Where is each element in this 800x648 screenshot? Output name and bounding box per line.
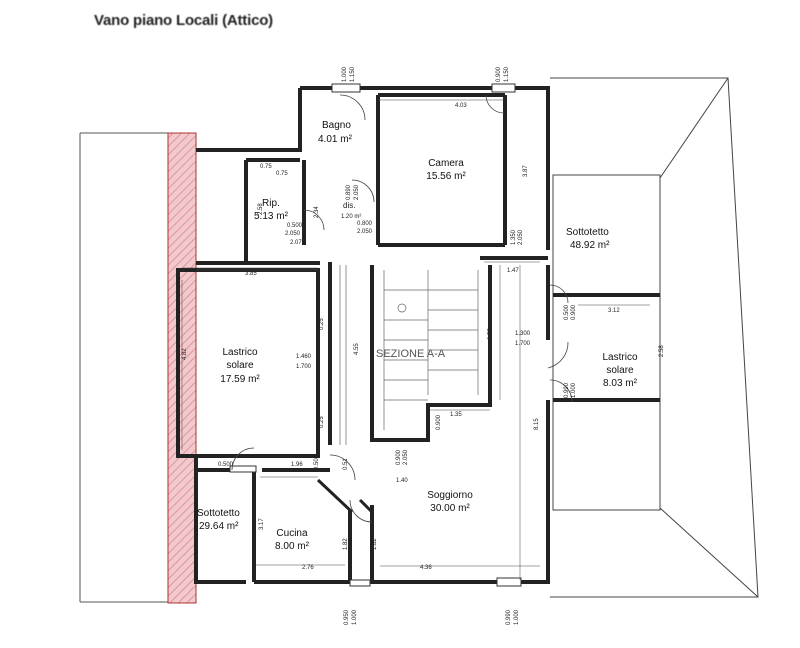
dimension-values: 4.03 3.85 0.75 0.75 2.07 2.050 0.500 0.8… (218, 103, 620, 571)
svg-text:1.000: 1.000 (352, 609, 358, 625)
svg-text:0.890: 0.890 (346, 184, 352, 200)
svg-text:1.000: 1.000 (342, 66, 348, 82)
room-name-lastrico-west-2: solare (226, 360, 254, 371)
room-name-rip: Rip. (262, 198, 280, 209)
svg-text:3.85: 3.85 (245, 271, 257, 277)
dimension-lines (181, 99, 650, 580)
room-area-lastrico-west: 17.59 m² (220, 374, 260, 385)
svg-text:2.050: 2.050 (403, 449, 409, 465)
room-name-dis: dis. (343, 201, 355, 210)
section-label: SEZIONE A-A (376, 348, 446, 360)
svg-text:0.75: 0.75 (276, 171, 288, 177)
svg-text:3.75: 3.75 (488, 328, 494, 340)
east-roof-outline (550, 77, 759, 598)
svg-text:1.82: 1.82 (372, 538, 378, 550)
svg-text:0.800: 0.800 (357, 221, 373, 227)
svg-text:1.35: 1.35 (450, 412, 462, 418)
drawing-title: Vano piano Locali (Attico) (94, 12, 273, 29)
room-name-lastrico-west-1: Lastrico (222, 347, 257, 358)
svg-text:1.300: 1.300 (515, 331, 531, 337)
svg-text:0.25: 0.25 (319, 318, 325, 330)
room-name-camera: Camera (428, 158, 464, 169)
door-swings (231, 94, 573, 523)
svg-text:1.000: 1.000 (571, 382, 577, 398)
svg-text:0.900: 0.900 (436, 414, 442, 430)
svg-text:2.58: 2.58 (258, 203, 264, 215)
svg-text:2.58: 2.58 (659, 345, 665, 357)
room-area-lastrico-east: 8.03 m² (603, 378, 638, 389)
svg-text:1.700: 1.700 (296, 364, 312, 370)
svg-text:0.900: 0.900 (496, 66, 502, 82)
svg-text:3.17: 3.17 (259, 518, 265, 530)
room-name-cucina: Cucina (276, 528, 308, 539)
room-name-sottotetto-west: Sottotetto (197, 508, 240, 519)
svg-text:0.990: 0.990 (506, 609, 512, 625)
svg-text:1.47: 1.47 (507, 268, 519, 274)
svg-text:2.050: 2.050 (354, 184, 360, 200)
svg-text:1.150: 1.150 (504, 66, 510, 82)
svg-text:0.75: 0.75 (260, 164, 272, 170)
exterior-walls (176, 86, 660, 584)
svg-text:2.34: 2.34 (314, 206, 320, 218)
room-name-soggiorno: Soggiorno (427, 490, 473, 501)
windows (229, 83, 522, 587)
svg-text:2.050: 2.050 (357, 229, 373, 235)
svg-text:1.350: 1.350 (511, 229, 517, 245)
room-area-bagno: 4.01 m² (318, 134, 353, 145)
svg-text:2.050: 2.050 (285, 231, 301, 237)
svg-text:0.900: 0.900 (571, 304, 577, 320)
svg-text:1.96: 1.96 (291, 462, 303, 468)
svg-text:4.36: 4.36 (420, 565, 432, 571)
svg-text:0.500: 0.500 (564, 304, 570, 320)
svg-text:0.25: 0.25 (319, 416, 325, 428)
svg-text:1.150: 1.150 (350, 66, 356, 82)
svg-text:0.950: 0.950 (344, 609, 350, 625)
room-area-cucina: 8.00 m² (275, 541, 310, 552)
svg-text:8.15: 8.15 (534, 418, 540, 430)
svg-text:1.82: 1.82 (343, 538, 349, 550)
svg-text:3.12: 3.12 (608, 308, 620, 314)
room-area-soggiorno: 30.00 m² (430, 503, 470, 514)
room-area-rip: 5.13 m² (254, 211, 289, 222)
room-area-camera: 15.56 m² (426, 171, 466, 182)
svg-text:1.700: 1.700 (515, 341, 531, 347)
room-labels: Bagno 4.01 m² Camera 15.56 m² Rip. 5.13 … (197, 120, 638, 552)
room-name-lastrico-east-1: Lastrico (602, 352, 637, 363)
vertical-dimension-values: 4.82 4.55 3.75 8.15 3.17 1.82 1.82 2.58 … (182, 66, 665, 625)
svg-text:1.40: 1.40 (396, 478, 408, 484)
svg-text:0.900: 0.900 (396, 449, 402, 465)
svg-text:0.51: 0.51 (343, 458, 349, 470)
svg-text:0.500: 0.500 (218, 462, 234, 468)
svg-text:4.03: 4.03 (455, 103, 467, 109)
room-area-sottotetto-west: 29.64 m² (199, 521, 239, 532)
room-name-sottotetto-east: Sottotetto (566, 227, 609, 238)
svg-text:0.500: 0.500 (314, 454, 320, 470)
svg-text:2.76: 2.76 (302, 565, 314, 571)
west-roof-outline (79, 132, 168, 603)
svg-text:2.050: 2.050 (518, 229, 524, 245)
svg-text:0.500: 0.500 (287, 223, 303, 229)
room-area-dis: 1.20 m² (341, 214, 361, 220)
cucina-angled-wall (316, 478, 374, 514)
staircase (339, 265, 479, 445)
svg-text:3.87: 3.87 (523, 165, 529, 177)
room-name-lastrico-east-2: solare (606, 365, 634, 376)
room-name-bagno: Bagno (322, 120, 351, 131)
svg-text:0.990: 0.990 (564, 382, 570, 398)
svg-text:2.07: 2.07 (290, 240, 302, 246)
svg-text:1.000: 1.000 (514, 609, 520, 625)
svg-text:4.55: 4.55 (354, 343, 360, 355)
svg-text:1.460: 1.460 (296, 354, 312, 360)
room-area-sottotetto-east: 48.92 m² (570, 240, 610, 251)
svg-text:4.82: 4.82 (182, 348, 188, 360)
